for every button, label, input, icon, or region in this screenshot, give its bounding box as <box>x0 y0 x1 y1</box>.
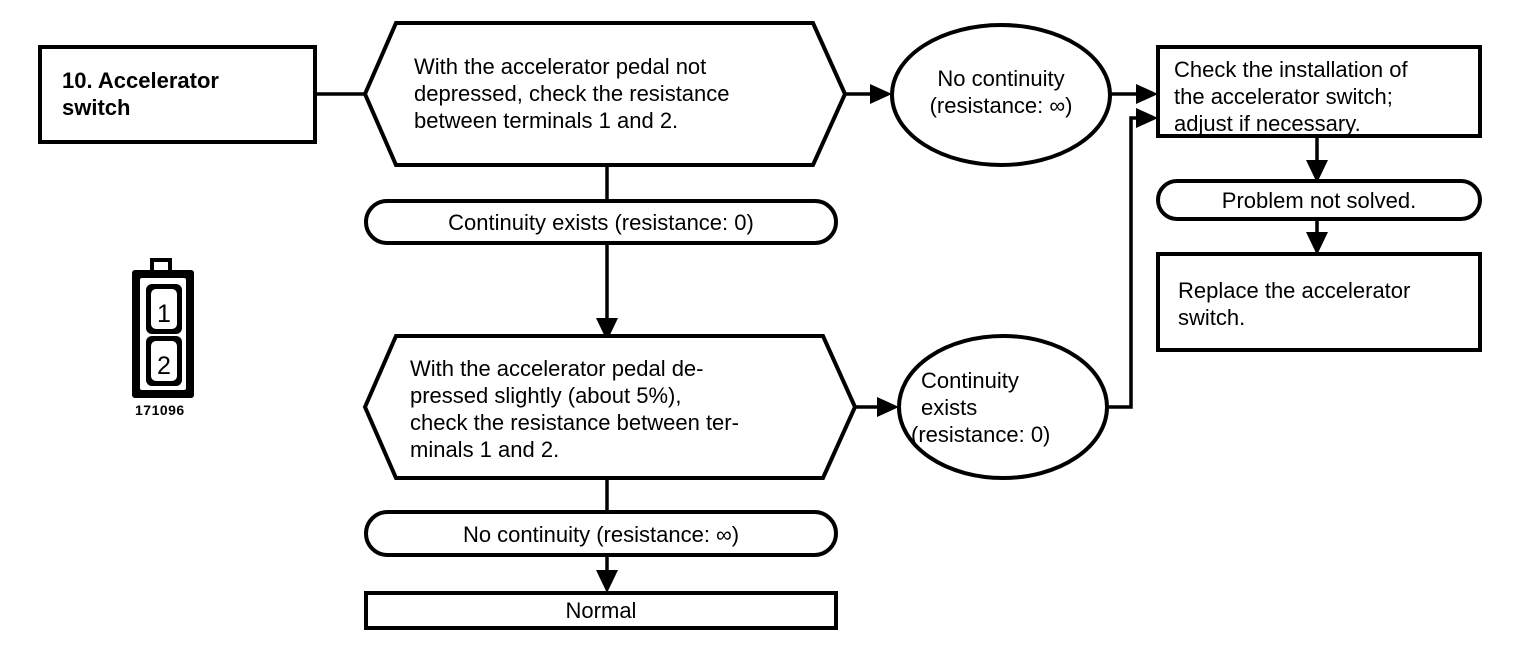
connector-continuity-exists-to-check <box>1100 108 1158 409</box>
test1-line1: With the accelerator pedal not <box>414 54 706 79</box>
result1-line2: (resistance: ∞) <box>930 93 1073 118</box>
outcome-normal[interactable]: Normal <box>364 591 838 630</box>
test2-line3: check the resistance between ter- <box>410 410 739 435</box>
connector-continuity-label-to-test2 <box>596 243 618 341</box>
result2-line2: exists <box>921 395 977 420</box>
result1-line1: No continuity <box>937 66 1064 91</box>
check-line1: Check the installation of <box>1174 57 1408 82</box>
step-title-line1: 10. Accelerator <box>62 68 219 93</box>
test1-line3: between terminals 1 and 2. <box>414 108 678 133</box>
test-step-pedal-not-depressed[interactable]: With the accelerator pedal not depressed… <box>362 21 848 167</box>
result2-line3: (resistance: 0) <box>911 422 1050 447</box>
test2-line2: pressed slightly (about 5%), <box>410 383 681 408</box>
test2-line4: minals 1 and 2. <box>410 437 559 462</box>
test-step-pedal-depressed-slightly[interactable]: With the accelerator pedal de- pressed s… <box>362 334 858 480</box>
check-line2: the accelerator switch; <box>1174 84 1393 109</box>
step-title-line2: switch <box>62 95 130 120</box>
connector-check-to-problem <box>1306 136 1328 183</box>
result-continuity-exists-zero[interactable]: Continuity exists (resistance: 0) <box>364 199 838 245</box>
connector-part-number: 171096 <box>135 402 185 418</box>
two-pin-connector-icon: 1 2 171096 <box>132 258 194 418</box>
action-replace-switch[interactable]: Replace the accelerator switch. <box>1156 252 1482 352</box>
connector-no-continuity-to-check <box>1110 84 1158 104</box>
test1-line2: depressed, check the resistance <box>414 81 730 106</box>
connector-no-continuity-label-to-normal <box>596 555 618 593</box>
no-continuity-label-text: No continuity (resistance: ∞) <box>463 522 739 547</box>
connector-pin-2-label: 2 <box>157 352 171 380</box>
connector-test1-to-no-continuity <box>845 84 892 104</box>
state-problem-not-solved[interactable]: Problem not solved. <box>1156 179 1482 221</box>
problem-text: Problem not solved. <box>1222 188 1416 213</box>
connector-test2-to-continuity-exists <box>855 397 899 417</box>
result2-line1: Continuity <box>921 368 1019 393</box>
connector-problem-to-replace <box>1306 218 1328 255</box>
result-no-continuity-infinite-2[interactable]: No continuity (resistance: ∞) <box>364 510 838 557</box>
replace-line2: switch. <box>1178 305 1245 330</box>
action-check-installation[interactable]: Check the installation of the accelerato… <box>1156 45 1482 138</box>
test2-line1: With the accelerator pedal de- <box>410 356 704 381</box>
continuity-label-text: Continuity exists (resistance: 0) <box>448 210 754 235</box>
step-title-box[interactable]: 10. Accelerator switch <box>38 45 317 144</box>
connector-pin-1-label: 1 <box>157 300 171 328</box>
normal-text: Normal <box>566 598 637 623</box>
check-line3: adjust if necessary. <box>1174 111 1361 136</box>
replace-line1: Replace the accelerator <box>1178 278 1410 303</box>
result-no-continuity-infinite[interactable]: No continuity (resistance: ∞) <box>890 23 1112 167</box>
result-continuity-exists-zero-2[interactable]: Continuity exists (resistance: 0) <box>897 334 1109 480</box>
